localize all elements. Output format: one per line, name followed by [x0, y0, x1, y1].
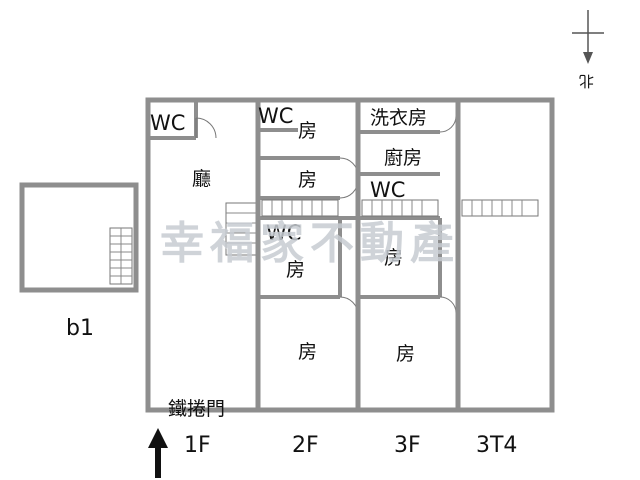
wc-1f-label: WC — [150, 111, 185, 135]
floor-label-3t4: 3T4 — [476, 433, 517, 458]
room-2f-d-label: 房 — [298, 341, 317, 363]
north-arrow-icon — [572, 10, 604, 64]
living-room-label: 廳 — [192, 168, 211, 190]
wc-3f-label: WC — [370, 178, 405, 202]
floor-1f-plan — [145, 97, 261, 413]
floor-label-3f: 3F — [394, 433, 421, 458]
floor-label-1f: 1F — [184, 433, 211, 458]
north-label: 北 — [579, 72, 594, 90]
floor-3t4-plan — [455, 97, 555, 413]
watermark: 幸福家不動產 — [160, 218, 460, 269]
floor-2f-plan — [255, 97, 361, 413]
room-2f-a-label: 房 — [298, 120, 317, 142]
up-arrow-icon — [148, 428, 168, 478]
floor-label-2f: 2F — [292, 433, 319, 458]
rolling-door-label: 鐵捲門 — [168, 398, 225, 420]
basement-plan — [19, 182, 139, 293]
basement-label: b1 — [66, 316, 94, 341]
room-2f-c-label: 房 — [286, 259, 305, 281]
room-3f-b-label: 房 — [396, 343, 415, 365]
kitchen-label: 廚房 — [384, 146, 422, 169]
wc-2f-label: WC — [258, 104, 293, 128]
floor-3f-plan — [355, 97, 461, 413]
room-3f-a-label: 房 — [384, 247, 403, 269]
laundry-room-label: 洗衣房 — [370, 107, 427, 129]
wc-2f-b-label: WC — [266, 221, 301, 245]
room-2f-b-label: 房 — [298, 169, 317, 191]
